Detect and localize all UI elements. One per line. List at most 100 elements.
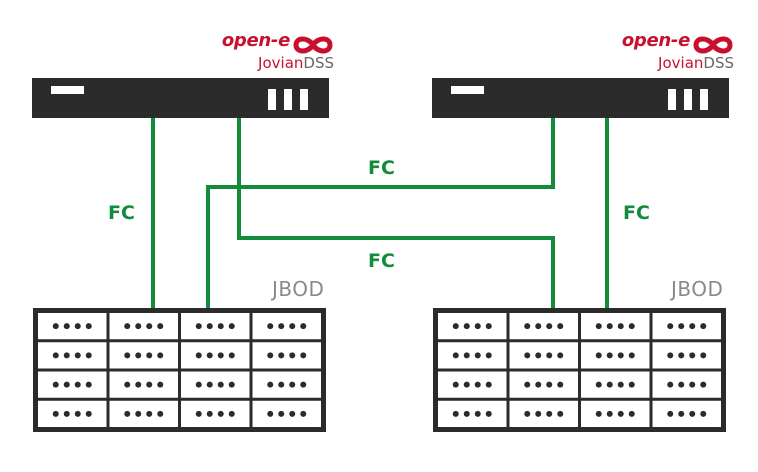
drive-bay [581,400,650,427]
drive-led [217,381,224,388]
drive-bay [109,371,178,398]
drive-led [63,381,70,388]
drive-led [267,381,274,388]
jbod-label: JBOD [671,277,724,301]
drive-led [124,323,131,330]
drive-bay [438,342,507,369]
drive-bay [181,342,250,369]
drive-led [206,381,213,388]
drive-led [678,381,685,388]
drive-led [267,352,274,359]
drive-led [267,323,274,330]
drive-led [524,381,531,388]
drive-led [463,381,470,388]
jbod-enclosure-1 [33,308,326,432]
drive-led [195,410,202,417]
drive-led [267,410,274,417]
drive-led [300,410,307,417]
drive-led [700,381,707,388]
drive-led [217,352,224,359]
drive-led [606,323,613,330]
fc-label: FC [368,157,395,179]
drive-bay [252,342,321,369]
drive-led [85,352,92,359]
drive-bay [181,400,250,427]
drive-led [195,352,202,359]
drive-led [557,352,564,359]
drive-bay [252,313,321,340]
drive-bay [581,313,650,340]
drive-bay [38,371,107,398]
drive-led [524,410,531,417]
product-name-suffix: DSS [303,54,334,72]
drive-led [474,323,481,330]
drive-led [146,352,153,359]
drive-bay [509,313,578,340]
brand-name: open-e [621,30,690,51]
drive-led [606,410,613,417]
drive-led [617,410,624,417]
drive-led [474,381,481,388]
infinity-logo-icon [293,36,333,54]
drive-led [700,410,707,417]
drive-led [228,410,235,417]
drive-led [195,323,202,330]
drive-led [689,352,696,359]
drive-led [452,352,459,359]
drive-led [157,410,164,417]
drive-bay [581,342,650,369]
drive-led [557,381,564,388]
product-name: JovianDSS [658,54,734,72]
drive-led [678,410,685,417]
jbod-enclosure-2 [433,308,726,432]
infinity-logo-icon [693,36,733,54]
server-chassis [32,78,329,118]
drive-led [228,381,235,388]
drive-led [689,410,696,417]
drive-led [124,352,131,359]
drive-bay [181,313,250,340]
drive-led [217,410,224,417]
drive-bay [109,342,178,369]
drive-led [278,381,285,388]
drive-led [617,381,624,388]
drive-led [535,410,542,417]
drive-led [124,410,131,417]
drive-led [289,323,296,330]
drive-led [524,352,531,359]
drive-bay [252,371,321,398]
jbod-label: JBOD [272,277,325,301]
drive-bay [509,342,578,369]
drive-led [228,323,235,330]
drive-led [546,381,553,388]
drive-led [700,352,707,359]
drive-led [206,323,213,330]
drive-bay [438,400,507,427]
drive-led [52,352,59,359]
drive-led [146,381,153,388]
drive-led [617,352,624,359]
drive-led [217,323,224,330]
drive-bay [652,371,721,398]
server-vent [668,89,676,110]
drive-led [628,410,635,417]
drive-led [63,323,70,330]
drive-led [74,323,81,330]
drive-bay [652,342,721,369]
drive-led [195,381,202,388]
server-vent [268,89,276,110]
product-name-suffix: DSS [703,54,734,72]
drive-led [157,323,164,330]
drive-led [557,323,564,330]
drive-led [146,323,153,330]
drive-led [135,410,142,417]
drive-led [289,410,296,417]
drive-led [524,323,531,330]
drive-led [535,323,542,330]
drive-led [74,352,81,359]
server-node-2 [432,78,729,118]
drive-led [463,352,470,359]
drive-led [206,410,213,417]
drive-led [135,323,142,330]
